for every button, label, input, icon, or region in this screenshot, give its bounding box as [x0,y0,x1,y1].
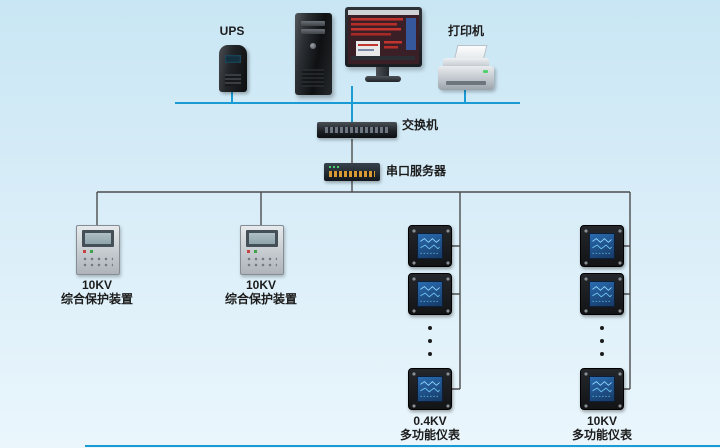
drive-bay [301,21,325,26]
serial-server-label: 串口服务器 [386,164,447,178]
serial-server [324,163,380,181]
ups-device [219,45,247,92]
power-meter [580,225,624,267]
monitor [345,7,422,67]
protection-b-name: 综合保护装置 [224,292,297,306]
protection-screen [82,230,114,247]
meter-waveform [592,381,612,397]
power-meter [580,273,624,315]
power-meter [408,225,452,267]
printer-power-led [483,70,488,73]
meter-waveform [420,381,440,397]
protection-leds [247,250,261,253]
switch-ports [325,127,389,133]
printer [438,66,494,90]
printer-output-slot [446,81,486,85]
printer-label: 打印机 [447,24,484,38]
serial-server-ports [329,171,375,177]
power-meter [408,273,452,315]
continuation-dots [600,326,604,356]
meter-col-a-label: 0.4KV 多功能仪表 [390,414,470,442]
meter-col-a-voltage: 0.4KV [413,414,447,428]
scada-screen-graphic [348,10,419,64]
dot [428,352,432,356]
protection-a-voltage: 10KV [81,278,113,292]
monitor-stand [376,67,389,76]
protection-keypad [83,257,113,269]
meter-col-b-voltage: 10KV [586,414,618,428]
printer-top-cover [443,58,489,69]
drive-bay [301,29,325,34]
meter-waveform [592,238,612,254]
meter-screen [589,233,615,259]
dot [600,352,604,356]
meter-waveform [420,286,440,302]
dot [600,326,604,330]
pc-tower [295,13,332,95]
protection-keypad [247,257,277,269]
meter-col-b-name: 多功能仪表 [571,428,632,442]
meter-col-a-stubs [452,245,460,390]
dot [428,339,432,343]
serial-server-leds [329,166,341,168]
meter-col-b-stubs [622,245,630,390]
monitor-screen [348,10,419,64]
monitor-base [365,76,401,82]
switch-device [317,122,397,138]
ups-label: UPS [219,24,245,38]
ups-display [225,55,241,63]
protection-b-voltage: 10KV [245,278,277,292]
power-button [310,43,316,49]
meter-waveform [592,286,612,302]
meter-screen [417,233,443,259]
meter-col-b-label: 10KV 多功能仪表 [562,414,642,442]
protection-a-label: 10KV 综合保护装置 [52,278,142,306]
protection-b-label: 10KV 综合保护装置 [216,278,306,306]
dot [428,326,432,330]
ups-vents [225,74,241,86]
protection-screen [246,230,278,247]
meter-waveform [420,238,440,254]
power-meter [408,368,452,410]
power-meter [580,368,624,410]
meter-screen [417,281,443,307]
protection-leds [83,250,97,253]
continuation-dots [428,326,432,356]
tower-vents [302,69,324,87]
protection-device [76,225,120,275]
meter-screen [589,281,615,307]
switch-label: 交换机 [402,118,439,132]
protection-device [240,225,284,275]
meter-screen [417,376,443,402]
dot [600,339,604,343]
network-lines [175,86,520,122]
meter-screen [589,376,615,402]
field-bus-lines [96,139,631,390]
protection-a-name: 综合保护装置 [60,292,133,306]
meter-col-a-name: 多功能仪表 [399,428,460,442]
